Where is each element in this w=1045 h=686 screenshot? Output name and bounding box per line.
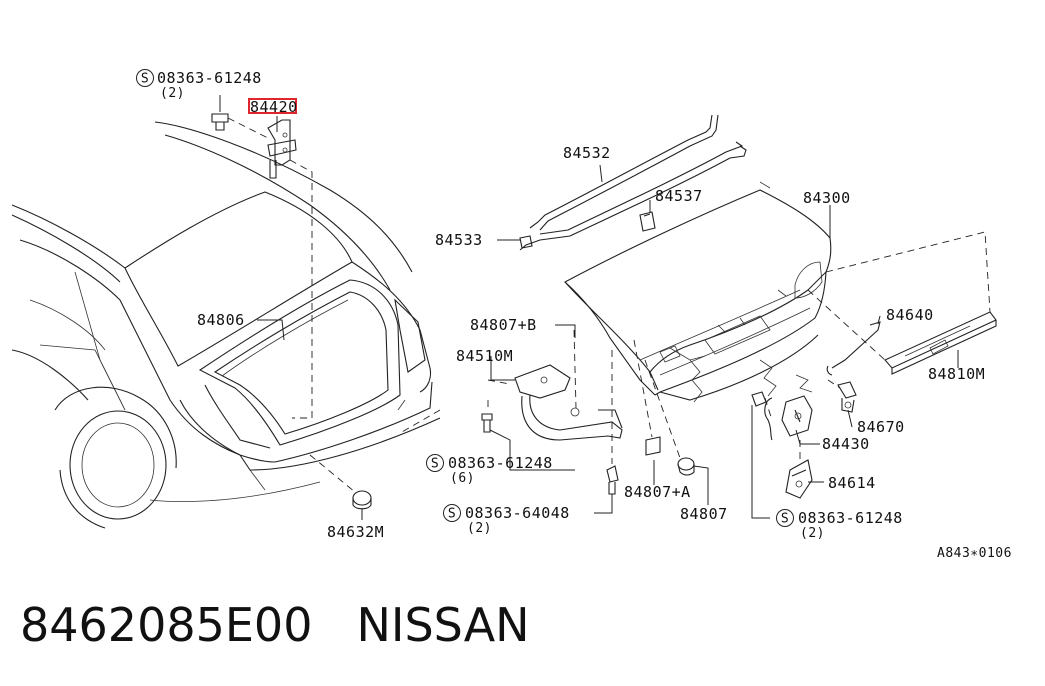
callout-84532: 84532 (563, 144, 611, 162)
callout-84533: 84533 (435, 231, 483, 249)
brand-name: NISSAN (356, 598, 530, 652)
callout-84640: 84640 (886, 306, 934, 324)
screw-symbol-icon (136, 69, 154, 87)
callout-84632M: 84632M (327, 523, 384, 541)
screw-symbol-icon (443, 504, 461, 522)
callout-84537: 84537 (655, 187, 703, 205)
lock-rod-84640-part (826, 321, 881, 376)
callout-84510M: 84510M (456, 347, 513, 365)
screw-symbol-letter: S (141, 72, 149, 87)
bumper-84807A-part (633, 339, 661, 456)
screw-symbol-letter: S (781, 512, 789, 527)
callout-84430: 84430 (822, 435, 870, 453)
screw-right-spec: 08363-61248 (798, 509, 903, 527)
hinge-dash-guide (289, 159, 313, 419)
screw-mid-part (481, 400, 493, 433)
footer-caption: 8462085E00 NISSAN (20, 598, 530, 652)
trunk-lid-part (564, 181, 832, 401)
screw-symbol-letter: S (448, 507, 456, 522)
callout-screw-mid: S 08363-61248 (6) (426, 454, 553, 486)
highlight-box (248, 98, 297, 114)
bumper-84807-part (644, 359, 695, 476)
callout-84614: 84614 (828, 474, 876, 492)
callout-84670: 84670 (857, 418, 905, 436)
screw-symbol-letter: S (431, 457, 439, 472)
screw-right-qty: (2) (800, 526, 825, 541)
callout-84807: 84807 (680, 505, 728, 523)
screw-symbol-icon (776, 509, 794, 527)
rod-clip-84537-part (639, 211, 656, 232)
hinge-84510M-part (487, 329, 623, 441)
striker-84614-part (785, 440, 813, 499)
screw-low-qty: (2) (467, 521, 492, 536)
car-body-outline (11, 121, 441, 529)
lock-84430-part (751, 391, 813, 441)
callout-84420: 84420 (250, 98, 298, 116)
leader-lines (219, 95, 959, 520)
screw-mid-qty: (6) (450, 471, 475, 486)
torsion-rods-part (519, 114, 747, 251)
hinge-84420-part (267, 119, 297, 179)
screw-top-part (211, 113, 269, 139)
part-number: 8462085E00 (20, 598, 313, 652)
screw-mid-spec: 08363-61248 (448, 454, 553, 472)
callout-84810M: 84810M (928, 365, 985, 383)
screw-top-qty: (2) (160, 86, 185, 101)
zigzag-break-lines (689, 359, 813, 403)
callout-84300: 84300 (803, 189, 851, 207)
drawing-code: A843∗0106 (937, 546, 1012, 561)
screw-symbol-icon (426, 454, 444, 472)
screw-low-spec: 08363-64048 (465, 504, 570, 522)
seal-dash-guide (401, 409, 441, 433)
callout-screw-low: S 08363-64048 (2) (443, 504, 570, 536)
emblem-84810M-part (807, 231, 997, 375)
callout-screw-right: S 08363-61248 (2) (776, 509, 903, 541)
screw-top-spec: 08363-61248 (157, 69, 262, 87)
cylinder-84670-part (827, 379, 857, 413)
callout-84807A: 84807+A (624, 483, 691, 501)
callout-84807B: 84807+B (470, 316, 537, 334)
callout-screw-top: S 08363-61248 (2) (136, 69, 262, 101)
callout-84806: 84806 (197, 311, 245, 329)
